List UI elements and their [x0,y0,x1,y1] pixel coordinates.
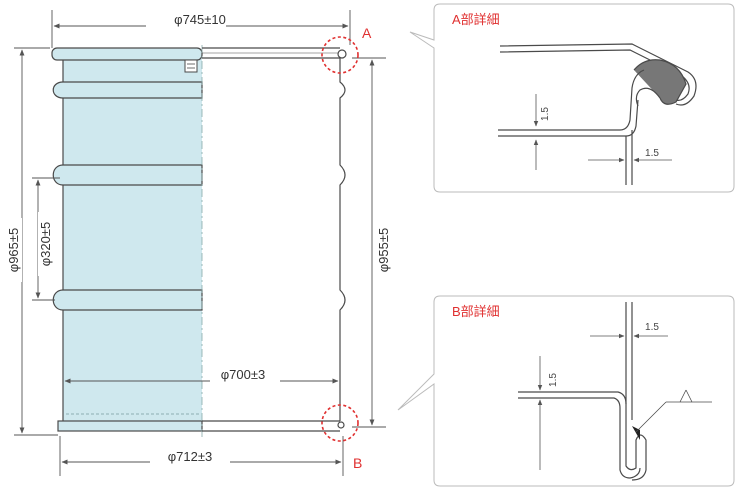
drum-body [51,45,347,440]
bottom-seam [337,421,345,429]
detail-b-thickness-horizontal: 1.5 [645,322,659,333]
detail-a-thickness-horizontal: 1.5 [645,148,659,159]
detail-b-panel: B部詳細 1.5 1.5 [397,295,735,487]
closure-fitting [184,59,198,73]
callout-label-a: A [362,25,372,41]
rolling-hoop-lower [52,289,203,311]
callout-label-b: B [353,455,362,471]
drum-left-wall [56,58,64,421]
detail-a-panel: A部詳細 1.5 1.5 [409,3,735,193]
callout-circle-a [321,36,359,74]
detail-a-title: A部詳細 [452,12,500,27]
detail-a-thickness-vertical: 1.5 [540,107,551,121]
bottom-chime [57,420,203,432]
rolling-hoop-middle [52,164,203,186]
top-seam [337,49,347,59]
detail-b-thickness-vertical: 1.5 [548,373,559,387]
dim-total-height: φ965±5 [6,228,21,272]
dim-rolling-hoop-pitch: φ320±5 [38,222,53,266]
dim-body-height: φ955±5 [376,228,391,272]
rolling-hoop-upper [52,81,203,99]
dim-bottom-inner-diameter: φ700±3 [221,367,265,382]
callout-circle-b [321,404,359,442]
top-chime [51,47,203,61]
drum-cutaway-fill [63,58,202,421]
dim-bottom-outer-diameter: φ712±3 [168,449,212,464]
detail-b-title: B部詳細 [452,304,500,319]
dim-top-outer-diameter: φ745±10 [174,12,226,27]
drum-right-wall [339,58,346,421]
